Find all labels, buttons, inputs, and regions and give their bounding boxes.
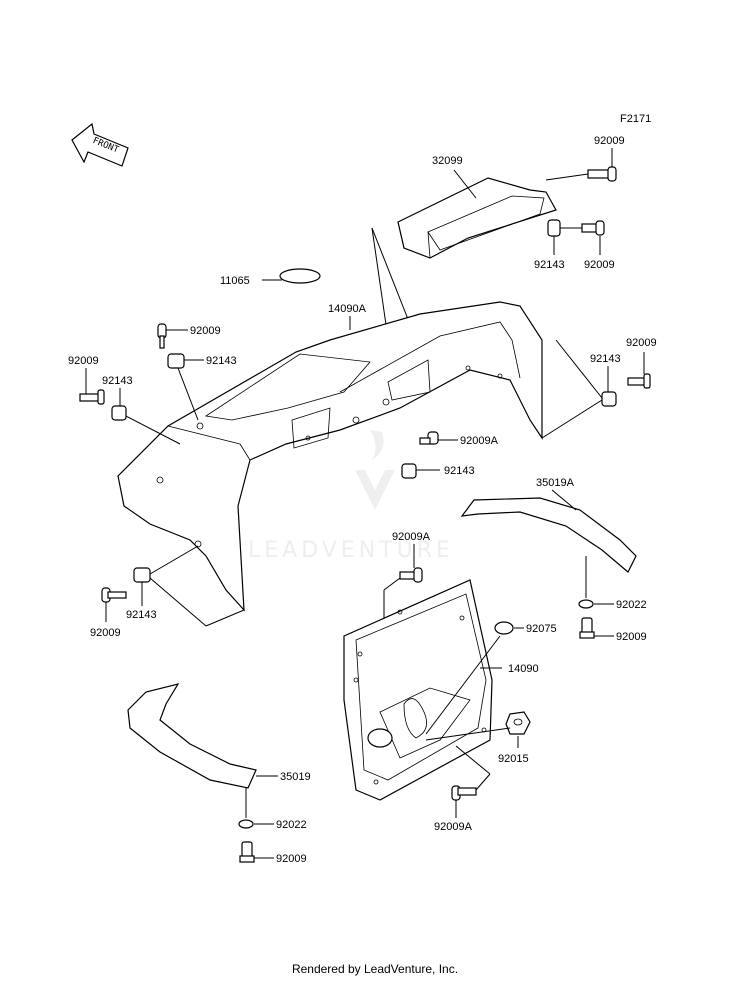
bolt-92009A-low: [451, 785, 477, 801]
nut-92015: [505, 711, 531, 735]
label-92143-top: 92143: [534, 259, 565, 271]
label-92009-r: 92009: [626, 337, 657, 349]
label-11065: 11065: [220, 275, 250, 287]
collar-92143-r: [601, 391, 617, 407]
bolt-92009-r: [627, 373, 651, 389]
collar-92143-bl: [133, 567, 151, 583]
bolt-92009-l1: [157, 323, 167, 349]
label-92143-mid: 92143: [444, 465, 475, 477]
cap-92075: [494, 621, 514, 635]
label-14090: 14090: [508, 663, 539, 675]
watermark-text: LEADVENTURE: [248, 538, 454, 563]
label-92022-b: 92022: [276, 819, 307, 831]
screw-92009-b: [239, 841, 255, 863]
label-92143-l2: 92143: [102, 375, 133, 387]
label-92075: 92075: [526, 623, 557, 635]
label-92009A-b: 92009A: [392, 531, 431, 543]
washer-92022-r: [578, 599, 594, 609]
label-92009-r2: 92009: [616, 631, 647, 643]
label-92009-l2: 92009: [68, 355, 99, 367]
screw-92009-r2: [579, 617, 595, 639]
bolt-92009-top: [587, 166, 617, 182]
duct-32099: [397, 177, 557, 259]
label-32099: 32099: [432, 155, 463, 167]
flap-35019: [127, 683, 257, 789]
label-92143-l1: 92143: [206, 355, 237, 367]
label-14090A: 14090A: [328, 303, 367, 315]
label-92009-top2: 92009: [584, 259, 615, 271]
washer-92022-b: [238, 819, 254, 829]
diagram-code: F2171: [620, 113, 651, 125]
label-92009-b: 92009: [276, 853, 307, 865]
collar-92143-mid: [401, 463, 417, 479]
bolt-92009-bl: [101, 587, 127, 603]
collar-92143-top: [547, 219, 561, 237]
bolt-92009-top2: [581, 220, 605, 236]
label-92009-top: 92009: [594, 135, 625, 147]
front-arrow-icon: FRONT: [71, 122, 129, 167]
collar-92143-l2: [111, 405, 127, 421]
label-92143-r: 92143: [590, 353, 621, 365]
label-35019A: 35019A: [536, 477, 575, 489]
label-92015: 92015: [498, 753, 529, 765]
fender-14090A: [117, 301, 543, 612]
collar-92143-l1: [167, 353, 185, 369]
label-92009A-low: 92009A: [434, 821, 473, 833]
flap-35019A: [460, 497, 637, 573]
bolt-92009A-mid: [419, 431, 439, 445]
label-35019: 35019: [280, 771, 311, 783]
bolt-92009-l2: [79, 389, 105, 405]
cap-11065: [279, 268, 321, 284]
label-92009A-mid: 92009A: [460, 435, 499, 447]
watermark: LEADVENTURE: [248, 430, 454, 563]
label-92009-l1: 92009: [190, 325, 221, 337]
footer-credit: Rendered by LeadVenture, Inc.: [291, 962, 459, 976]
label-92143-bl: 92143: [126, 609, 157, 621]
box-14090: [343, 579, 493, 801]
bolt-92009A-b: [399, 567, 423, 583]
label-92022-r: 92022: [616, 599, 647, 611]
label-92009-bl: 92009: [90, 627, 121, 639]
